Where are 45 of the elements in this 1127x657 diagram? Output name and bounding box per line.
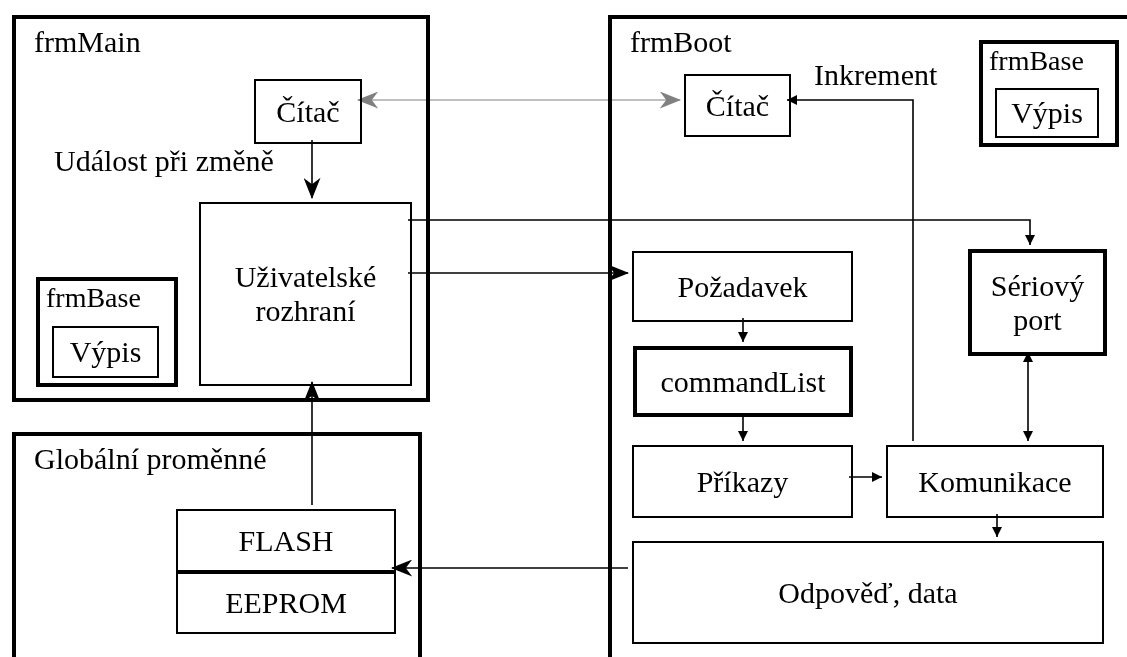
process-box bbox=[199, 202, 412, 386]
container-box bbox=[979, 40, 1119, 147]
process-box bbox=[632, 251, 853, 322]
arrow bbox=[407, 264, 630, 282]
box-label: Uživatelské rozhraní bbox=[233, 260, 378, 328]
box-label: Čítač bbox=[275, 94, 341, 129]
process-box bbox=[995, 88, 1099, 138]
box-label: commandList bbox=[659, 364, 827, 399]
box-label: Výpis bbox=[68, 335, 143, 369]
process-box bbox=[968, 249, 1107, 356]
process-box bbox=[886, 445, 1104, 518]
container-title: frmBoot bbox=[630, 25, 732, 59]
box-label: Požadavek bbox=[676, 269, 809, 304]
arrow bbox=[786, 95, 914, 442]
container-box bbox=[12, 432, 422, 657]
box-label: FLASH bbox=[237, 523, 335, 558]
process-box bbox=[632, 445, 853, 518]
container-title: frmBase bbox=[989, 46, 1084, 76]
box-label: Výpis bbox=[1010, 96, 1084, 130]
arrow bbox=[407, 219, 1035, 246]
arrow bbox=[738, 317, 748, 343]
box-label: Čítač bbox=[704, 88, 771, 123]
process-box bbox=[176, 572, 396, 634]
process-box bbox=[684, 74, 791, 137]
process-box bbox=[633, 346, 853, 417]
arrow bbox=[303, 380, 321, 506]
process-box bbox=[52, 326, 159, 378]
box-label: Příkazy bbox=[695, 464, 790, 499]
process-box bbox=[254, 79, 362, 144]
container-title: frmBase bbox=[46, 283, 141, 313]
arrow bbox=[848, 472, 883, 482]
arrow bbox=[390, 559, 629, 577]
arrow bbox=[992, 513, 1002, 538]
box-label: Sériový port bbox=[989, 268, 1086, 337]
arrow bbox=[303, 139, 321, 200]
box-label: Komunikace bbox=[917, 464, 1073, 499]
process-box bbox=[632, 541, 1104, 644]
box-label: EEPROM bbox=[224, 586, 348, 620]
arrow bbox=[356, 91, 682, 109]
process-box bbox=[176, 509, 396, 572]
container-box bbox=[12, 15, 430, 402]
container-title: Globální proměnné bbox=[34, 442, 267, 476]
box-label: Odpověď, data bbox=[777, 575, 959, 610]
container-box bbox=[36, 277, 178, 387]
container-title: frmMain bbox=[34, 25, 141, 59]
